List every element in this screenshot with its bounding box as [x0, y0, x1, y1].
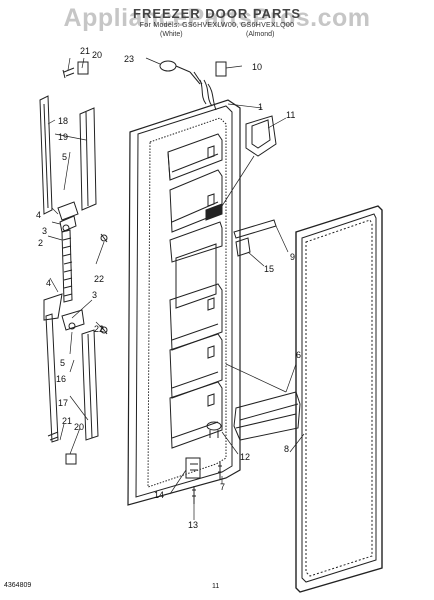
bottom-parts — [169, 421, 239, 520]
watermark: AppliancePartsPros.com — [63, 4, 371, 32]
callout-18: 18 — [58, 116, 68, 126]
callout-13: 13 — [188, 520, 198, 530]
variant-right: (Almond) — [246, 31, 275, 38]
callout-1: 1 — [258, 102, 263, 112]
callout-23: 23 — [124, 54, 134, 64]
callout-2: 2 — [38, 238, 43, 248]
variant-left: (White) — [160, 31, 183, 38]
dispenser-trim — [233, 219, 289, 267]
callout-9: 9 — [290, 252, 295, 262]
callout-8: 8 — [284, 444, 289, 454]
callout-22a: 22 — [94, 274, 104, 284]
ice-chute — [221, 115, 287, 207]
wiring-harness — [145, 57, 243, 111]
page-number: 11 — [212, 583, 220, 590]
callout-17: 17 — [58, 398, 68, 408]
model-subtitle: For Models: GS6HVEXLW00, GS6HVEXLQ00 — [139, 22, 295, 29]
door-panel — [127, 99, 241, 506]
page-title: FREEZER DOOR PARTS — [133, 6, 301, 21]
callout-11: 11 — [286, 110, 295, 120]
callout-22b: 22 — [94, 324, 104, 334]
callout-10: 10 — [252, 62, 262, 72]
door-bin — [225, 363, 301, 441]
callout-19: 19 — [58, 132, 68, 142]
callout-15: 15 — [264, 264, 274, 274]
callout-3a: 3 — [42, 226, 47, 236]
callout-16: 16 — [56, 374, 66, 384]
callout-20b: 20 — [74, 422, 84, 432]
callout-6: 6 — [296, 350, 301, 360]
door-gasket — [295, 205, 383, 593]
left-trim-parts — [39, 57, 108, 465]
callout-4b: 4 — [46, 278, 51, 288]
callout-3b: 3 — [92, 290, 97, 300]
callout-4a: 4 — [36, 210, 41, 220]
callout-20a: 20 — [92, 50, 102, 60]
callout-21b: 21 — [62, 416, 72, 426]
callout-7: 7 — [220, 482, 225, 492]
callout-5a: 5 — [62, 152, 67, 162]
document-number: 4364809 — [4, 582, 32, 589]
callout-12: 12 — [240, 452, 250, 462]
callout-5b: 5 — [60, 358, 65, 368]
callout-21a: 21 — [80, 46, 90, 56]
callout-14: 14 — [154, 490, 164, 500]
